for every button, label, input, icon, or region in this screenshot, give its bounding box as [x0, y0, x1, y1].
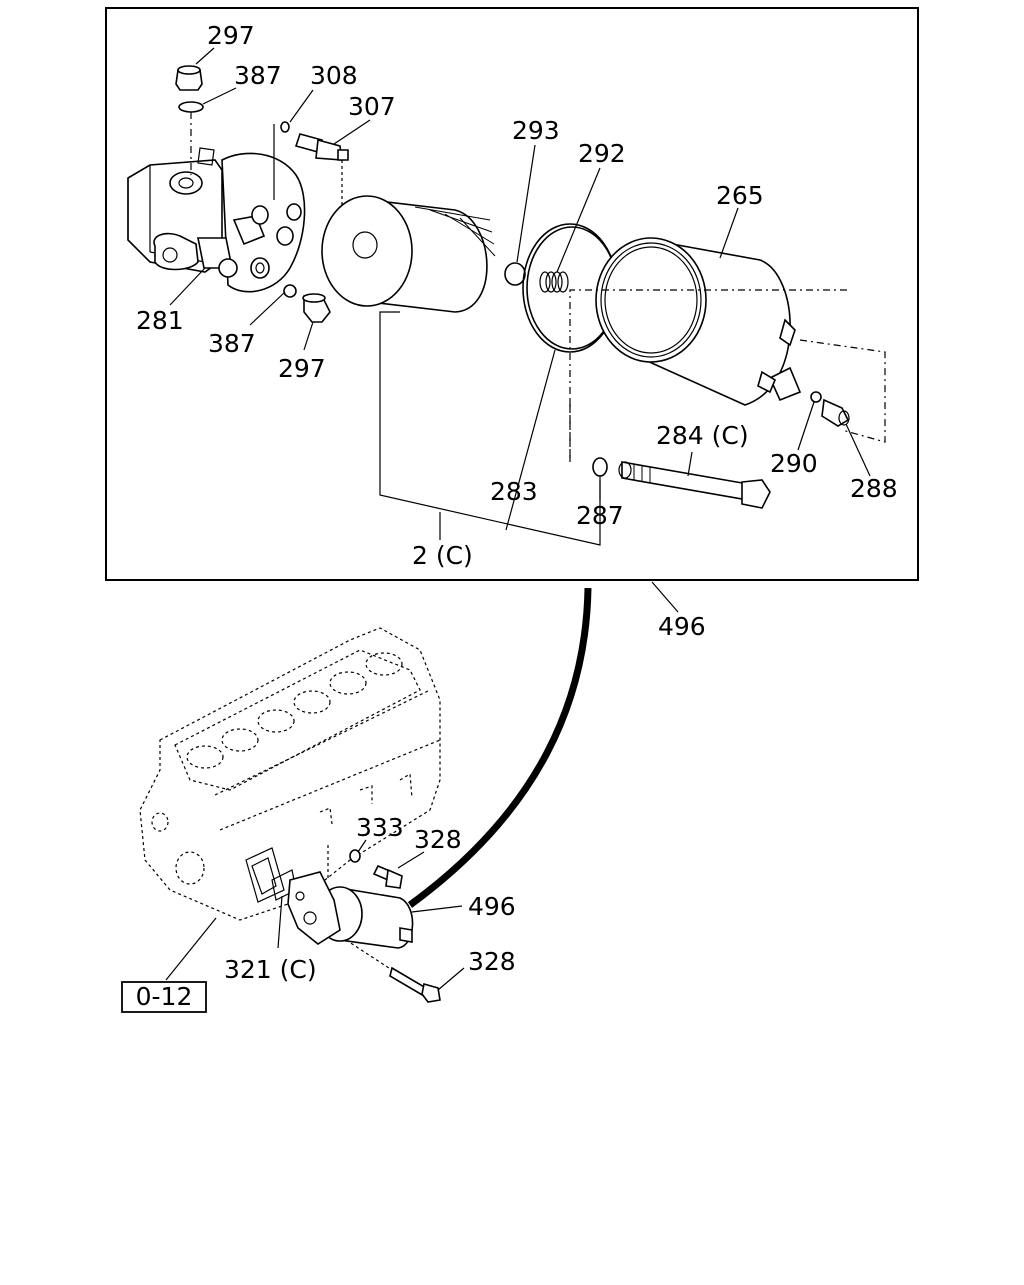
bolt-icon	[372, 864, 403, 889]
o-ring-icon	[504, 262, 526, 286]
callout-287: 287	[576, 501, 624, 530]
center-bolt-icon	[618, 461, 771, 509]
callout-308: 308	[310, 61, 358, 90]
filter-head-icon	[127, 147, 306, 293]
reference-label: 0-12	[136, 982, 193, 1011]
filter-assembly-icon	[287, 871, 414, 949]
filter-element-icon	[321, 195, 496, 313]
callout-387: 387	[234, 61, 282, 90]
callout-265: 265	[716, 181, 764, 210]
washer-icon	[283, 284, 297, 298]
o-ring-icon	[810, 391, 822, 403]
callout-283: 283	[490, 477, 538, 506]
callout-281: 281	[136, 306, 184, 335]
spring-icon	[539, 271, 569, 293]
callout-496: 496	[468, 892, 516, 921]
callout-328: 328	[414, 825, 462, 854]
callout-284: 284 (C)	[656, 421, 749, 450]
callout-2: 2 (C)	[412, 541, 473, 570]
leader-lines	[165, 839, 465, 991]
detail-connector	[407, 587, 592, 908]
callout-496: 496	[658, 612, 706, 641]
callout-328: 328	[468, 947, 516, 976]
callout-333: 333	[356, 813, 404, 842]
leader-lines	[169, 47, 871, 613]
plug-icon	[175, 65, 204, 175]
sensor-icon	[273, 121, 349, 215]
reference-box[interactable]	[121, 981, 207, 1013]
washer-icon	[349, 849, 361, 863]
callout-387: 387	[208, 329, 256, 358]
drain-plug-icon	[821, 398, 850, 427]
callout-288: 288	[850, 474, 898, 503]
callout-293: 293	[512, 116, 560, 145]
o-ring-icon	[592, 457, 608, 477]
callout-321: 321 (C)	[224, 955, 317, 984]
detail-frame	[105, 7, 919, 581]
engine-block-icon	[139, 627, 441, 921]
callout-290: 290	[770, 449, 818, 478]
callout-307: 307	[348, 92, 396, 121]
filter-bowl-icon	[595, 237, 802, 406]
callout-292: 292	[578, 139, 626, 168]
callout-297: 297	[207, 21, 255, 50]
plug-icon	[302, 293, 331, 323]
callout-297: 297	[278, 354, 326, 383]
bolt-icon	[345, 939, 441, 1003]
